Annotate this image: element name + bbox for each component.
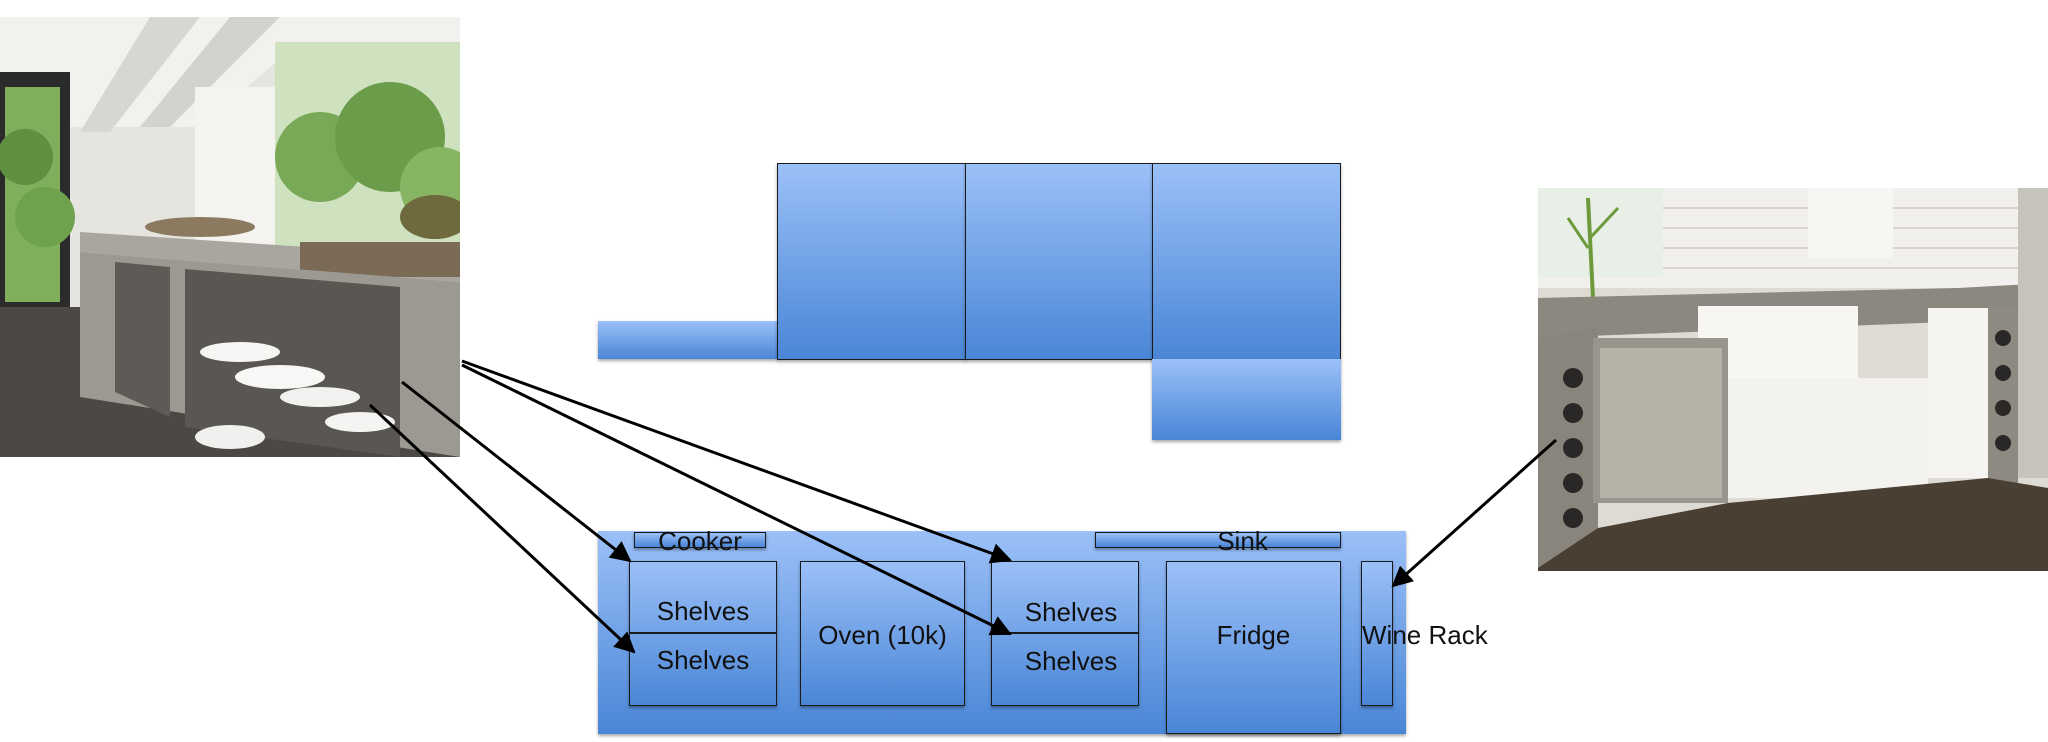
kitchen-island-photo [0, 17, 460, 457]
shelves-label-4: Shelves [1024, 645, 1118, 676]
arrow-to-wine-rack [1391, 438, 1558, 588]
shelves-label-3: Shelves [1024, 596, 1118, 627]
top-cabinet-base [1152, 359, 1341, 440]
top-left-shelf-strip [598, 321, 778, 359]
shelves-divider-right [991, 632, 1139, 634]
fridge-label: Fridge [1216, 619, 1291, 650]
top-cabinet-3 [1152, 163, 1341, 360]
sink-label: Sink [1217, 525, 1268, 556]
shelves-label-2: Shelves [656, 644, 750, 675]
wine-rack-unit [1361, 561, 1393, 706]
shelves-divider-left [629, 632, 777, 634]
wine-rack-label: Wine Rack [1362, 619, 1488, 650]
fridge-unit [1166, 561, 1341, 734]
cooker-label: Cooker [658, 525, 742, 556]
top-cabinet-2 [965, 163, 1153, 360]
sink-strip [1095, 532, 1341, 548]
top-cabinet-1 [777, 163, 966, 360]
kitchen-sink-photo [1538, 188, 2048, 571]
shelves-label-1: Shelves [656, 595, 750, 626]
oven-label: Oven (10k) [818, 619, 947, 650]
